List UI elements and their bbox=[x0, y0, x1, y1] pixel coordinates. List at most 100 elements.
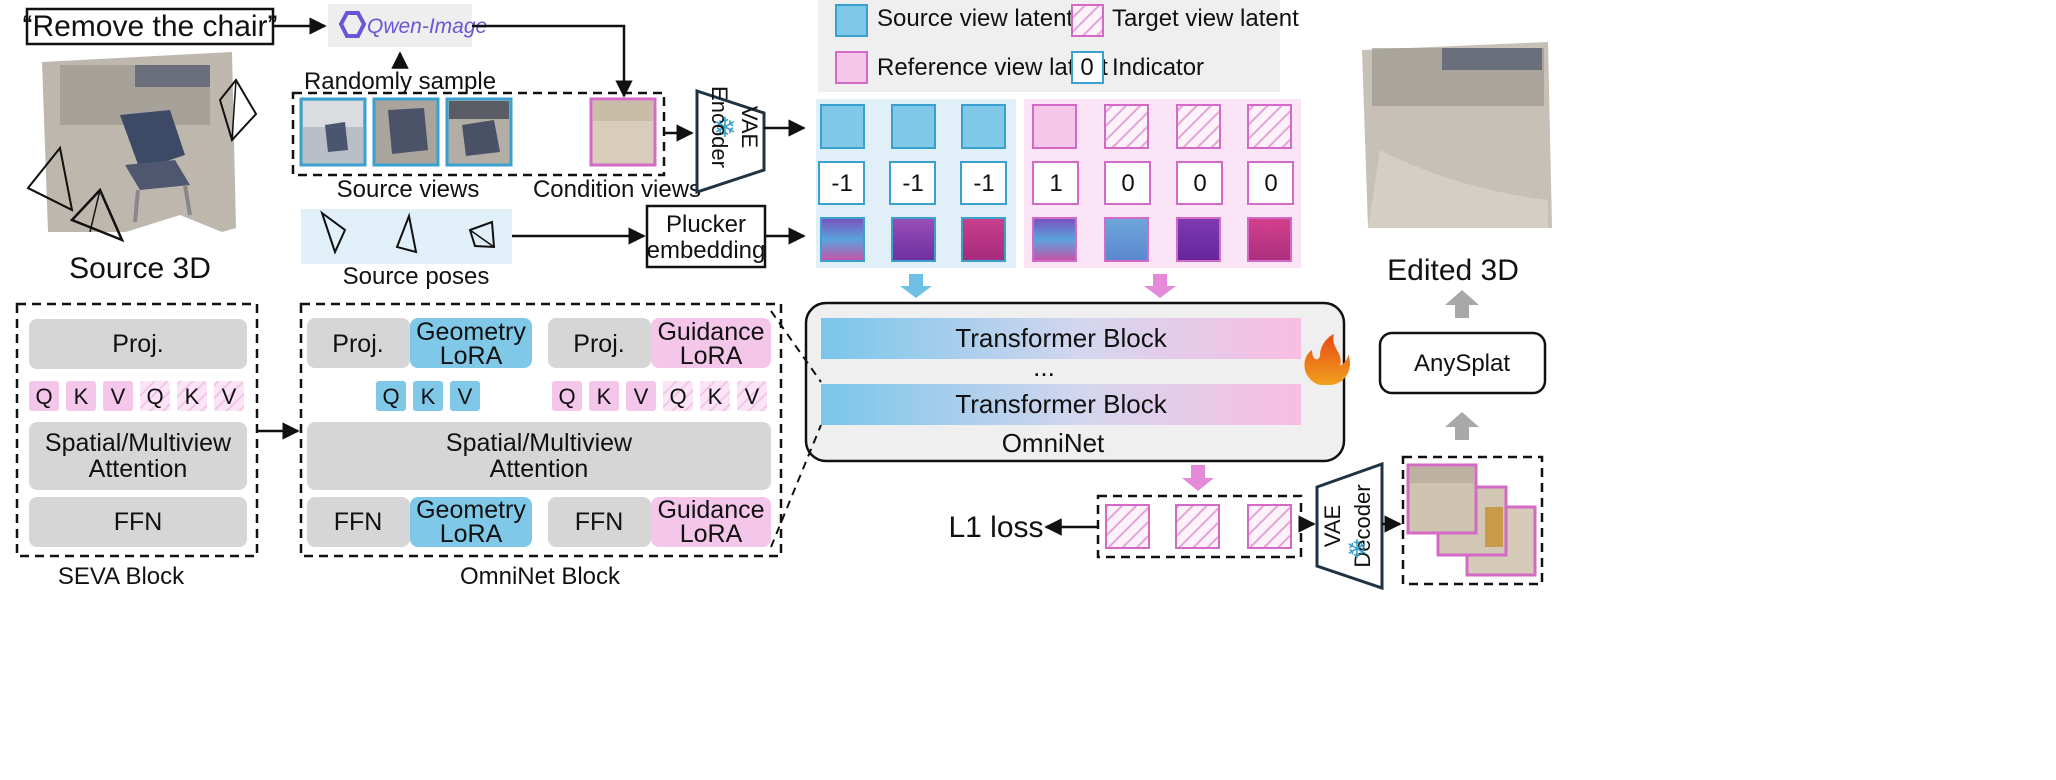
output-target-latent bbox=[1105, 504, 1150, 549]
condition-view-image bbox=[589, 97, 657, 167]
qkv-token bbox=[737, 381, 767, 411]
qkv-token bbox=[552, 381, 582, 411]
qkv-label: K bbox=[597, 384, 612, 409]
legend-reference-swatch bbox=[835, 51, 868, 84]
source-latent bbox=[820, 104, 865, 149]
qwen-label: Qwen-Image bbox=[367, 15, 487, 38]
qkv-token bbox=[663, 381, 693, 411]
indicator-cell bbox=[1104, 161, 1151, 205]
plucker-latent bbox=[1176, 217, 1221, 262]
target-latent bbox=[1104, 104, 1149, 149]
prompt-text: “Remove the chair” bbox=[22, 10, 277, 43]
legend-source-swatch bbox=[835, 4, 868, 37]
omni-proj-left bbox=[307, 318, 410, 368]
transformer-block-label: Transformer Block bbox=[955, 389, 1167, 419]
seva-proj bbox=[29, 319, 247, 369]
edited-3d-label: Edited 3D bbox=[1387, 254, 1519, 287]
edited-3d-scene bbox=[1362, 42, 1552, 228]
seva-proj-label: Proj. bbox=[112, 330, 163, 358]
vae-decoder-label-1: VAE bbox=[1320, 505, 1345, 547]
qkv-token bbox=[700, 381, 730, 411]
guidance-lora-top bbox=[651, 318, 771, 368]
omninet-block: Proj. Geometry LoRA Proj. Guidance LoRA … bbox=[299, 302, 783, 558]
qkv-label: Q bbox=[382, 384, 399, 409]
transformer-block bbox=[821, 384, 1301, 425]
omni-proj-right-label: Proj. bbox=[573, 330, 624, 358]
indicator-cell bbox=[1247, 161, 1294, 205]
source-poses bbox=[301, 209, 512, 264]
qkv-label: V bbox=[745, 384, 760, 409]
indicator-value: 0 bbox=[1264, 170, 1277, 197]
ellipsis-label: ... bbox=[1033, 352, 1055, 382]
vae-decoder: VAE Decoder ❄ bbox=[1315, 461, 1384, 591]
anysplat-label: AnySplat bbox=[1414, 350, 1510, 377]
source-view-image bbox=[372, 97, 440, 167]
qkv-label: V bbox=[222, 384, 237, 409]
seva-attention-label-2: Attention bbox=[89, 455, 188, 483]
indicator-value: -1 bbox=[973, 170, 994, 197]
guidance-lora-bottom bbox=[651, 497, 771, 547]
guidance-lora-top-label-2: LoRA bbox=[680, 342, 743, 370]
qkv-label: Q bbox=[146, 384, 163, 409]
legend-target-label: Target view latent bbox=[1112, 5, 1299, 32]
omni-ffn-right bbox=[548, 497, 651, 547]
source-poses-label: Source poses bbox=[343, 263, 490, 290]
vae-encoder: ❄ VAE Encoder bbox=[695, 86, 766, 195]
indicator-row: -1 -1 -1 1 0 0 0 bbox=[818, 161, 1294, 205]
indicator-value: -1 bbox=[831, 170, 852, 197]
seva-block-caption: SEVA Block bbox=[58, 563, 185, 590]
geometry-lora-bottom-label-2: LoRA bbox=[440, 520, 503, 548]
plucker-label-2: embedding bbox=[647, 237, 766, 264]
plucker-latent bbox=[1104, 217, 1149, 262]
qkv-token bbox=[450, 381, 480, 411]
target-latent bbox=[1176, 104, 1221, 149]
legend: Source view latent Target view latent Re… bbox=[818, 0, 1299, 92]
omni-proj-left-label: Proj. bbox=[332, 330, 383, 358]
decoded-views-dashed-box bbox=[1401, 455, 1544, 586]
qkv-label: V bbox=[634, 384, 649, 409]
qkv-label: K bbox=[185, 384, 200, 409]
guidance-lora-bottom-label-1: Guidance bbox=[657, 496, 764, 524]
reference-latent bbox=[1032, 104, 1077, 149]
geometry-lora-top-label-1: Geometry bbox=[416, 318, 526, 346]
qwen-logo-icon bbox=[338, 11, 367, 38]
qkv-label: V bbox=[458, 384, 473, 409]
transformer-block bbox=[821, 318, 1301, 359]
anysplat-box bbox=[1378, 331, 1547, 395]
qwen-image-logo: Qwen-Image bbox=[328, 4, 487, 47]
seva-ffn-label: FFN bbox=[114, 508, 163, 536]
fire-icon bbox=[1304, 334, 1350, 385]
vae-decoder-label-2: Decoder bbox=[1350, 484, 1375, 567]
indicator-cell bbox=[1032, 161, 1079, 205]
qkv-token bbox=[589, 381, 619, 411]
indicator-cell bbox=[960, 161, 1007, 205]
omni-attention-label-1: Spatial/Multiview bbox=[446, 429, 633, 457]
qkv-token bbox=[413, 381, 443, 411]
decoded-view-images bbox=[1406, 463, 1537, 577]
source-view-image bbox=[445, 97, 513, 167]
qkv-token bbox=[376, 381, 406, 411]
pink-down-arrow bbox=[1144, 274, 1176, 298]
target-latent bbox=[1247, 104, 1292, 149]
qkv-token bbox=[177, 381, 207, 411]
qkv-token bbox=[214, 381, 244, 411]
snowflake-icon: ❄ bbox=[1346, 534, 1368, 564]
indicator-value: 0 bbox=[1121, 170, 1134, 197]
blue-down-arrow bbox=[900, 274, 932, 298]
source-latent bbox=[891, 104, 936, 149]
snowflake-icon: ❄ bbox=[713, 112, 736, 143]
pink-down-arrow bbox=[1182, 465, 1214, 491]
geometry-lora-top-label-2: LoRA bbox=[440, 342, 503, 370]
output-target-latent bbox=[1247, 504, 1292, 549]
qkv-label: Q bbox=[558, 384, 575, 409]
seva-ffn bbox=[29, 497, 247, 547]
legend-target-swatch bbox=[1071, 4, 1104, 37]
plucker-latent bbox=[961, 217, 1006, 262]
legend-indicator-label: Indicator bbox=[1112, 54, 1204, 81]
indicator-value: 0 bbox=[1193, 170, 1206, 197]
grey-up-arrow bbox=[1445, 290, 1479, 318]
omni-ffn-left bbox=[307, 497, 410, 547]
legend-indicator-swatch bbox=[1071, 51, 1104, 84]
condition-views-label: Condition views bbox=[533, 176, 701, 203]
